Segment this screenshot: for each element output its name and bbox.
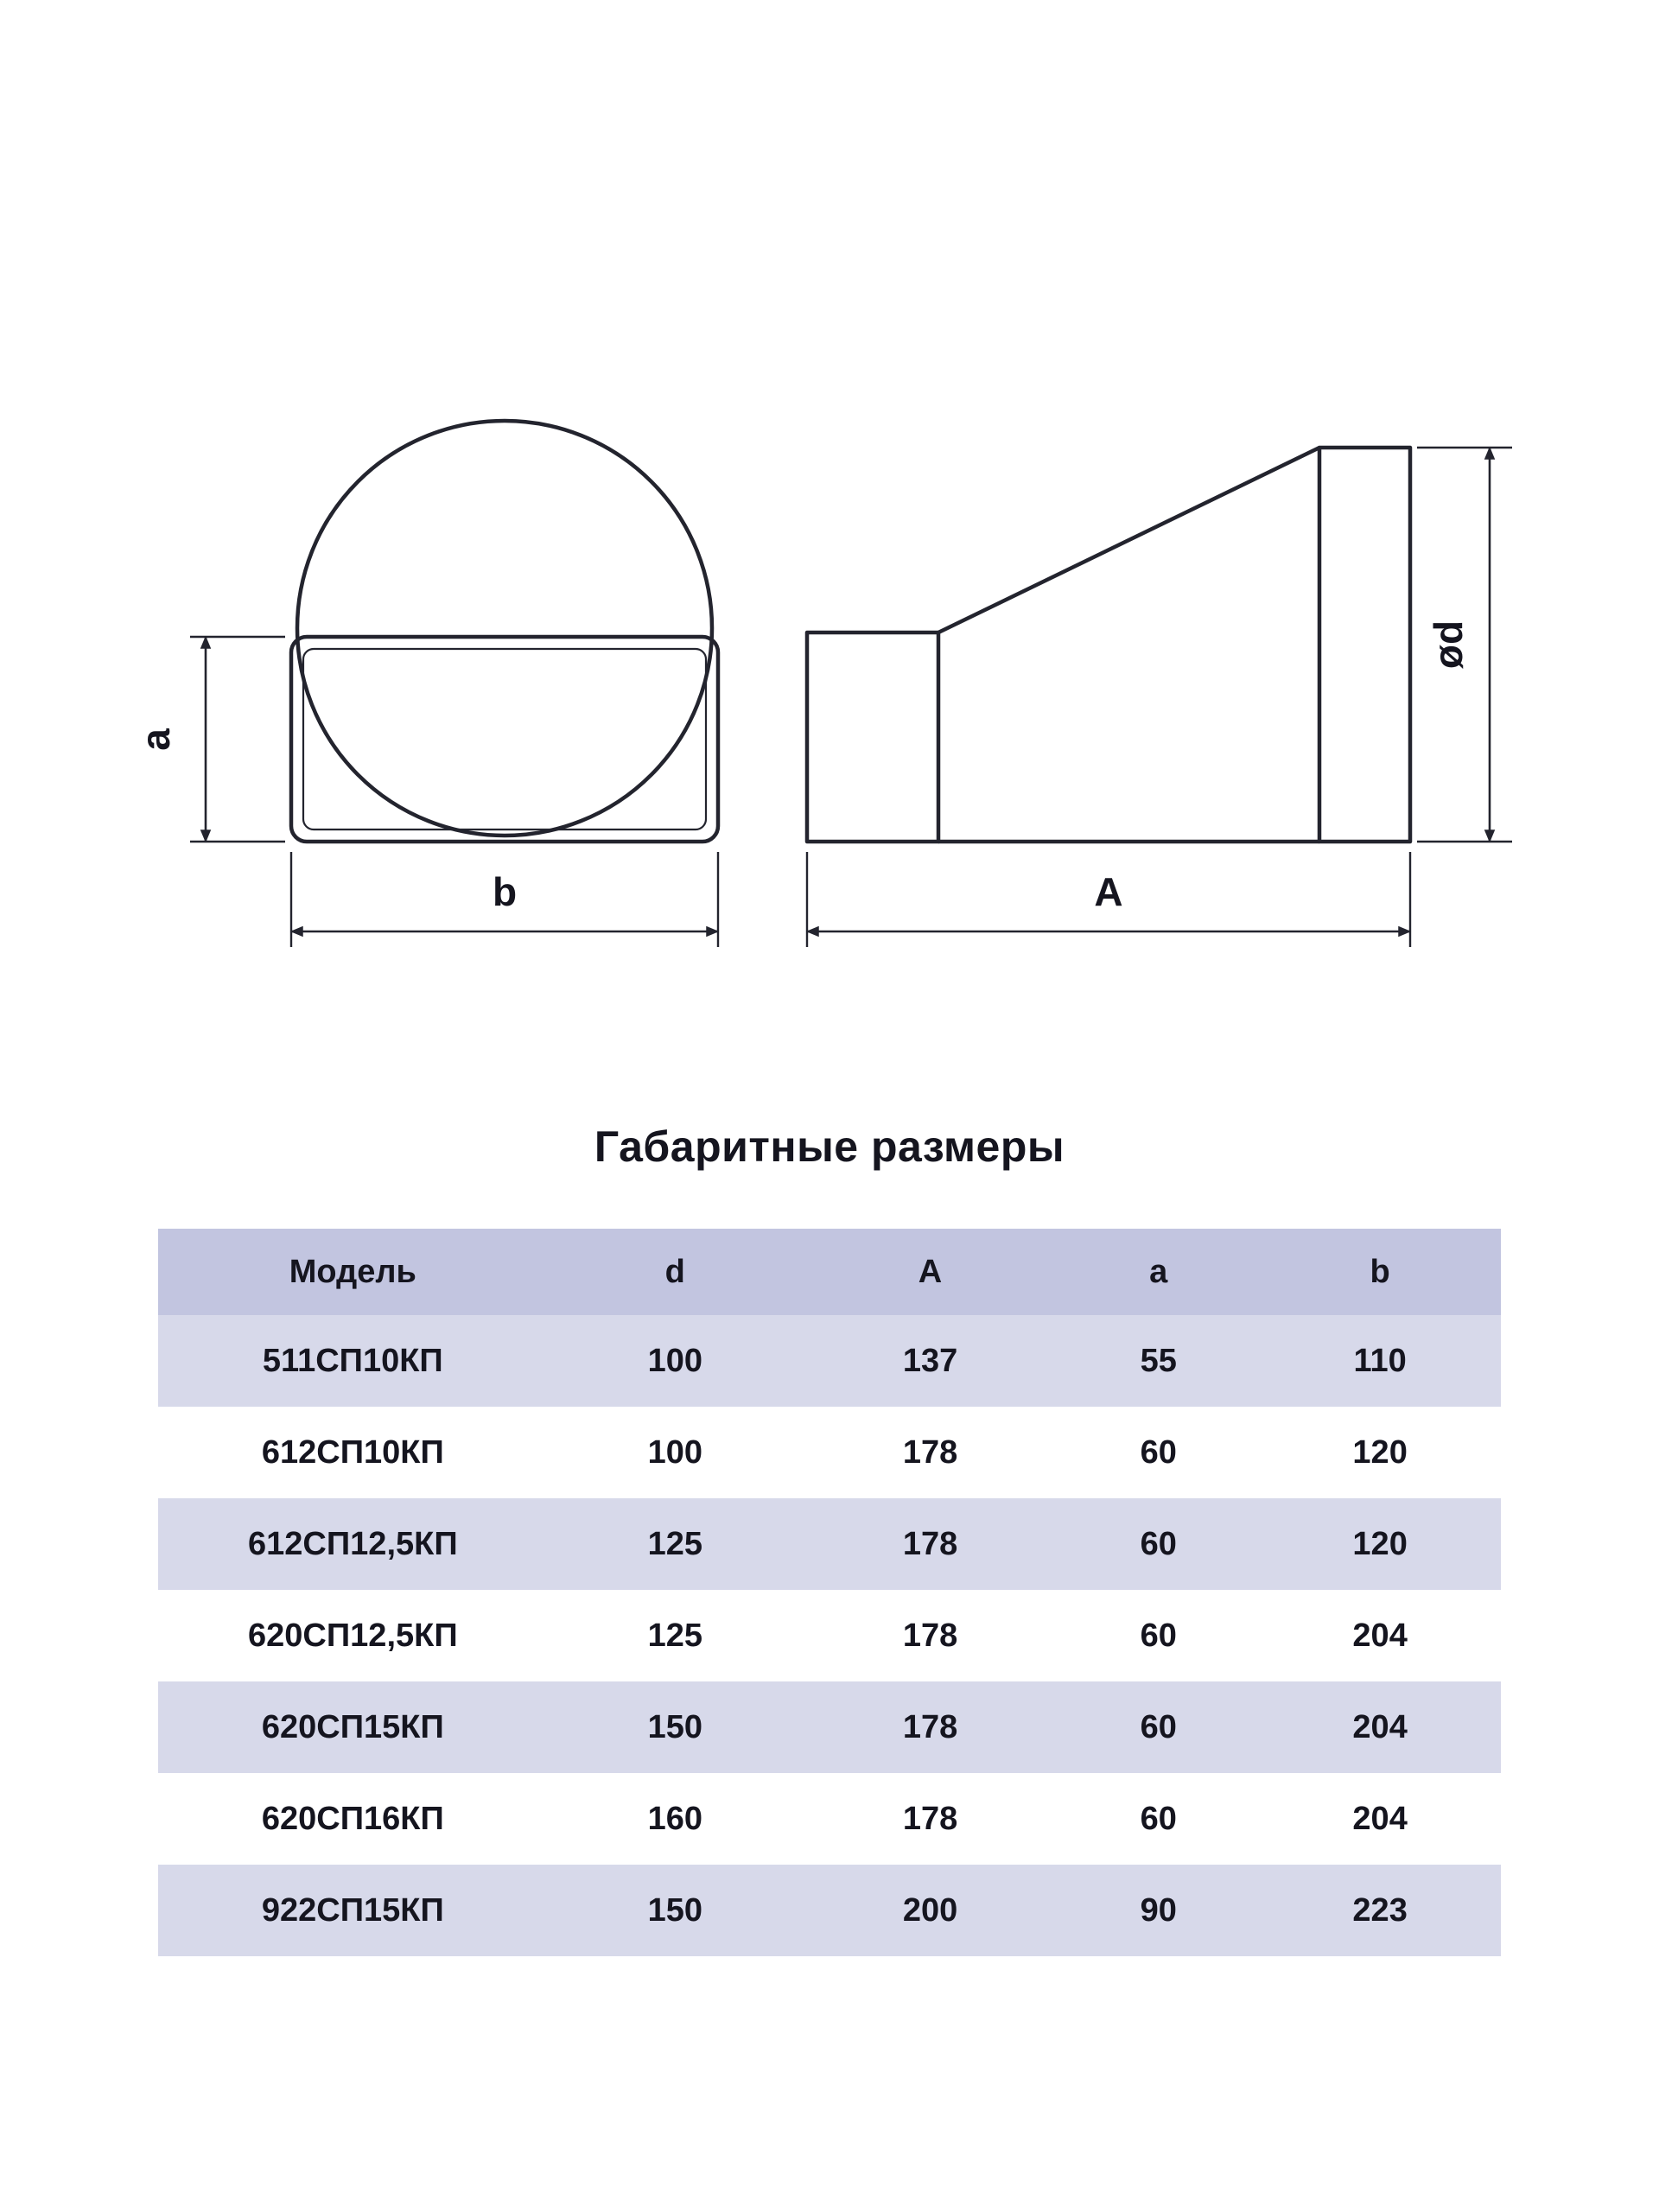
cell-b: 110 <box>1353 1342 1407 1379</box>
table-row: 620СП16КП 160 178 60 204 <box>158 1773 1501 1865</box>
dim-b-label: b <box>493 869 517 914</box>
cell-model: 620СП12,5КП <box>248 1617 458 1654</box>
cell-a: 60 <box>1140 1708 1177 1745</box>
cell-a: 55 <box>1140 1342 1177 1379</box>
table-row: 612СП10КП 100 178 60 120 <box>158 1407 1501 1498</box>
dimensions-table: Модель d A a b 511СП10КП 100 137 55 110 … <box>158 1229 1501 1956</box>
dimension-b: b <box>289 852 720 947</box>
cell-A: 178 <box>902 1800 958 1837</box>
cell-a: 60 <box>1140 1433 1177 1471</box>
cell-model: 612СП12,5КП <box>248 1525 458 1562</box>
col-header-A: A <box>918 1253 943 1290</box>
round-collar-outline <box>1317 445 1413 844</box>
cell-d: 100 <box>647 1342 702 1379</box>
table-row: 620СП12,5КП 125 178 60 204 <box>158 1590 1501 1681</box>
cell-model: 620СП16КП <box>261 1800 444 1837</box>
cell-model: 922СП15КП <box>261 1891 444 1929</box>
cell-b: 204 <box>1352 1617 1408 1654</box>
cell-a: 60 <box>1140 1617 1177 1654</box>
dimension-d: ød <box>1417 446 1512 843</box>
side-view <box>804 445 1413 844</box>
dim-d-label: ød <box>1426 620 1471 669</box>
cell-b: 204 <box>1352 1800 1408 1837</box>
cell-A: 178 <box>902 1433 958 1471</box>
cell-A: 178 <box>902 1525 958 1562</box>
flat-duct-inner-line <box>302 647 708 831</box>
cell-d: 150 <box>647 1891 702 1929</box>
col-header-a: a <box>1149 1253 1168 1290</box>
table-title: Габаритные размеры <box>594 1122 1065 1171</box>
table-row: 620СП15КП 150 178 60 204 <box>158 1681 1501 1773</box>
cell-A: 200 <box>902 1891 958 1929</box>
cell-a: 90 <box>1140 1891 1177 1929</box>
cell-d: 125 <box>647 1617 702 1654</box>
dimension-a: a <box>133 635 285 843</box>
table-row: 922СП15КП 150 200 90 223 <box>158 1865 1501 1956</box>
dimension-A: A <box>805 852 1412 947</box>
cell-d: 100 <box>647 1433 702 1471</box>
col-header-d: d <box>664 1253 685 1290</box>
col-header-b: b <box>1370 1253 1390 1290</box>
cell-a: 60 <box>1140 1525 1177 1562</box>
technical-drawing: a b ød A <box>133 418 1512 947</box>
cell-model: 612СП10КП <box>261 1433 444 1471</box>
cell-model: 620СП15КП <box>261 1708 444 1745</box>
cell-a: 60 <box>1140 1800 1177 1837</box>
dim-a-label: a <box>133 728 178 751</box>
cell-b: 120 <box>1352 1525 1408 1562</box>
cell-b: 204 <box>1352 1708 1408 1745</box>
round-duct-outline <box>295 418 715 838</box>
front-view <box>289 418 721 844</box>
transition-outline <box>938 445 1320 844</box>
cell-d: 160 <box>647 1800 702 1837</box>
cell-d: 125 <box>647 1525 702 1562</box>
table-header-row: Модель d A a b <box>158 1229 1501 1315</box>
flat-duct-outline <box>289 634 721 844</box>
cell-model: 511СП10КП <box>262 1342 443 1379</box>
cell-A: 178 <box>902 1617 958 1654</box>
table-row: 612СП12,5КП 125 178 60 120 <box>158 1498 1501 1590</box>
cell-A: 137 <box>902 1342 958 1379</box>
dim-A-label: A <box>1094 869 1122 914</box>
cell-A: 178 <box>902 1708 958 1745</box>
cell-d: 150 <box>647 1708 702 1745</box>
flat-end-outline <box>804 630 941 844</box>
table-row: 511СП10КП 100 137 55 110 <box>158 1315 1501 1407</box>
cell-b: 223 <box>1352 1891 1408 1929</box>
cell-b: 120 <box>1352 1433 1408 1471</box>
col-header-model: Модель <box>289 1253 416 1290</box>
